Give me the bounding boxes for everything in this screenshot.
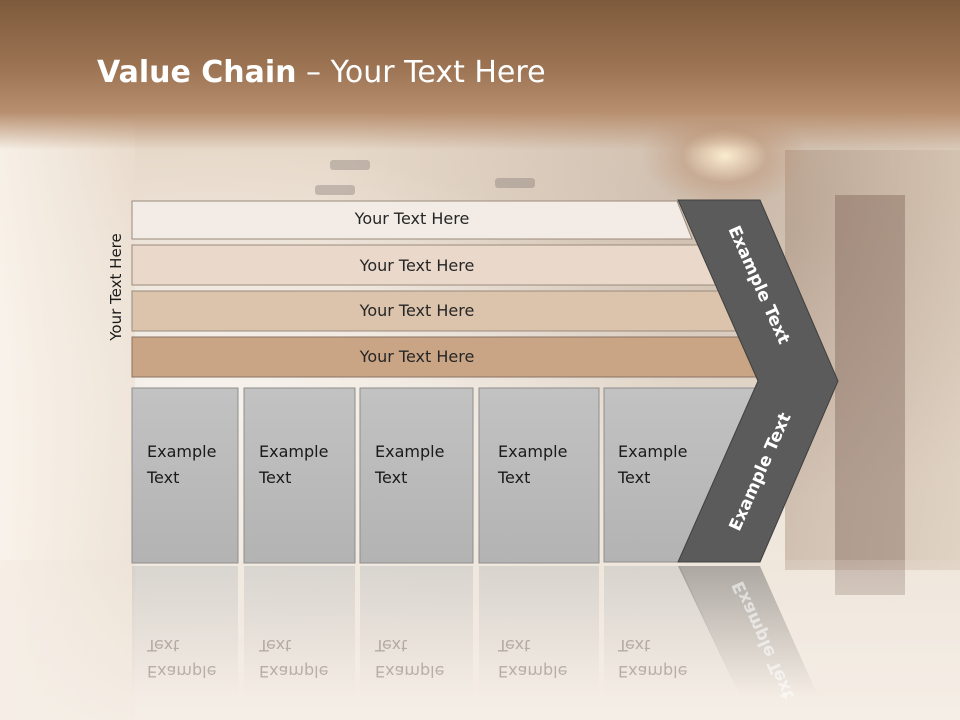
column-box-4 bbox=[478, 387, 600, 564]
ceiling-light bbox=[330, 160, 370, 170]
slide-title: Value Chain – Your Text Here bbox=[97, 55, 546, 90]
column-reflection bbox=[244, 566, 355, 696]
row-label-4: Your Text Here bbox=[359, 347, 475, 366]
column-box-1 bbox=[131, 387, 239, 564]
column-reflection bbox=[479, 566, 599, 696]
chevron-reflection bbox=[678, 566, 818, 696]
row-label-2: Your Text Here bbox=[359, 256, 475, 275]
column-reflection bbox=[360, 566, 473, 696]
ceiling-light bbox=[495, 178, 535, 188]
column-reflection bbox=[604, 566, 740, 696]
title-band bbox=[0, 0, 960, 150]
column-reflection bbox=[132, 566, 238, 696]
row-label-1: Your Text Here bbox=[354, 209, 470, 228]
ceiling-light bbox=[315, 185, 355, 195]
column-box-3 bbox=[359, 387, 474, 564]
chevron-arrow bbox=[677, 199, 839, 563]
row-bar-1 bbox=[131, 200, 693, 240]
background-pillar bbox=[835, 195, 905, 595]
column-box-2 bbox=[243, 387, 356, 564]
row-label-3: Your Text Here bbox=[359, 301, 475, 320]
